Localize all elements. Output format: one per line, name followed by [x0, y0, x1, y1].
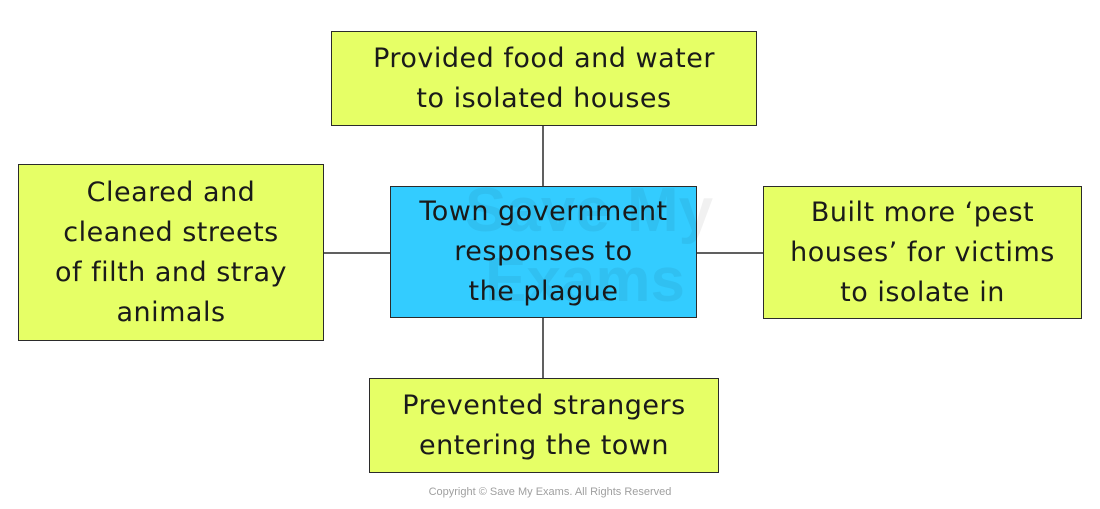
copyright-footer: Copyright © Save My Exams. All Rights Re… [428, 486, 672, 498]
node-prevented-strangers: Prevented strangers entering the town [369, 378, 719, 473]
node-cleared-streets: Cleared and cleaned streets of filth and… [18, 164, 324, 341]
node-central-topic: Town government responses to the plague [390, 186, 697, 318]
node-pest-houses: Built more ‘pest houses’ for victims to … [763, 186, 1082, 319]
node-provided-food-water: Provided food and water to isolated hous… [331, 31, 757, 126]
